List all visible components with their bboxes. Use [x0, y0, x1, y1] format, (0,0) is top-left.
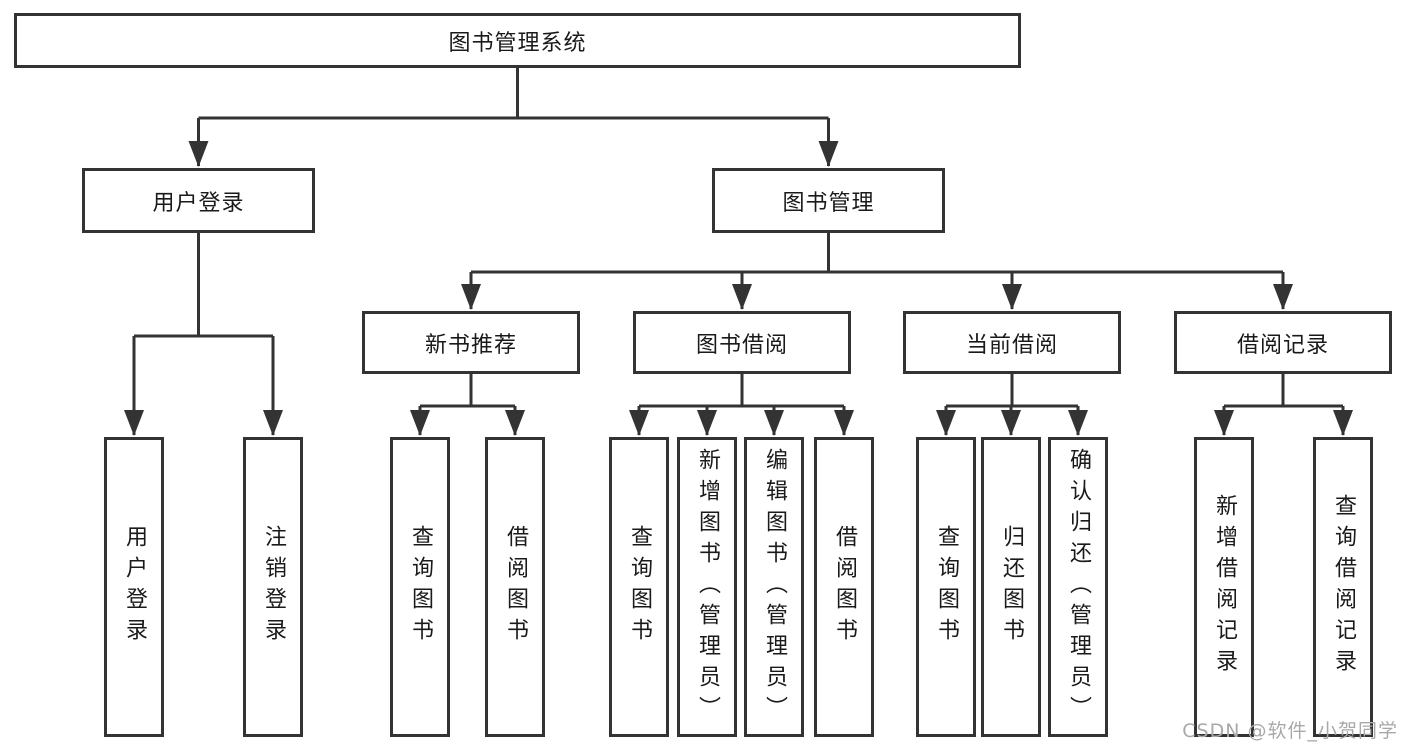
node-label: 图书借阅 — [695, 332, 788, 358]
node-label: 注销登录 — [261, 525, 286, 649]
node-label: 当前借阅 — [965, 332, 1058, 358]
node-new-book-recommend: 新书推荐 — [362, 311, 580, 374]
leaf-user-login: 用户登录 — [104, 437, 164, 737]
leaf-confirm-return-admin: 确认归还（管理员） — [1048, 437, 1108, 737]
node-label: 图书管理 — [782, 190, 875, 216]
node-label: 用户登录 — [152, 190, 245, 216]
leaf-edit-book-admin: 编辑图书（管理员） — [744, 437, 804, 737]
node-label: 查询借阅记录 — [1331, 494, 1356, 680]
leaf-return-book: 归还图书 — [981, 437, 1041, 737]
node-label: 用户登录 — [122, 525, 147, 649]
leaf-add-book-admin: 新增图书（管理员） — [677, 437, 737, 737]
leaf-borrow-book-borrow: 借阅图书 — [814, 437, 874, 737]
node-label: 确认归还（管理员） — [1066, 447, 1091, 727]
leaf-query-book-recommend: 查询图书 — [390, 437, 450, 737]
node-label: 查询图书 — [934, 525, 959, 649]
node-label: 图书管理系统 — [448, 30, 587, 56]
node-label: 归还图书 — [999, 525, 1024, 649]
leaf-query-borrow-record: 查询借阅记录 — [1313, 437, 1373, 737]
node-user-login: 用户登录 — [82, 168, 315, 233]
leaf-borrow-book-recommend: 借阅图书 — [485, 437, 545, 737]
leaf-logout: 注销登录 — [243, 437, 303, 737]
node-library-management-system: 图书管理系统 — [14, 13, 1021, 68]
node-book-borrow: 图书借阅 — [633, 311, 851, 374]
node-label: 新书推荐 — [424, 332, 517, 358]
node-label: 新增图书（管理员） — [695, 447, 720, 727]
node-current-borrow: 当前借阅 — [903, 311, 1121, 374]
node-label: 新增借阅记录 — [1212, 494, 1237, 680]
leaf-query-book-current: 查询图书 — [916, 437, 976, 737]
node-label: 借阅记录 — [1236, 332, 1329, 358]
node-label: 借阅图书 — [832, 525, 857, 649]
node-label: 查询图书 — [408, 525, 433, 649]
node-label: 编辑图书（管理员） — [762, 447, 787, 727]
node-book-management: 图书管理 — [712, 168, 945, 233]
node-label: 借阅图书 — [503, 525, 528, 649]
node-label: 查询图书 — [627, 525, 652, 649]
leaf-query-book-borrow: 查询图书 — [609, 437, 669, 737]
node-borrow-record: 借阅记录 — [1174, 311, 1392, 374]
leaf-add-borrow-record: 新增借阅记录 — [1194, 437, 1254, 737]
csdn-watermark: CSDN @软件_小贺同学 — [1182, 720, 1398, 742]
